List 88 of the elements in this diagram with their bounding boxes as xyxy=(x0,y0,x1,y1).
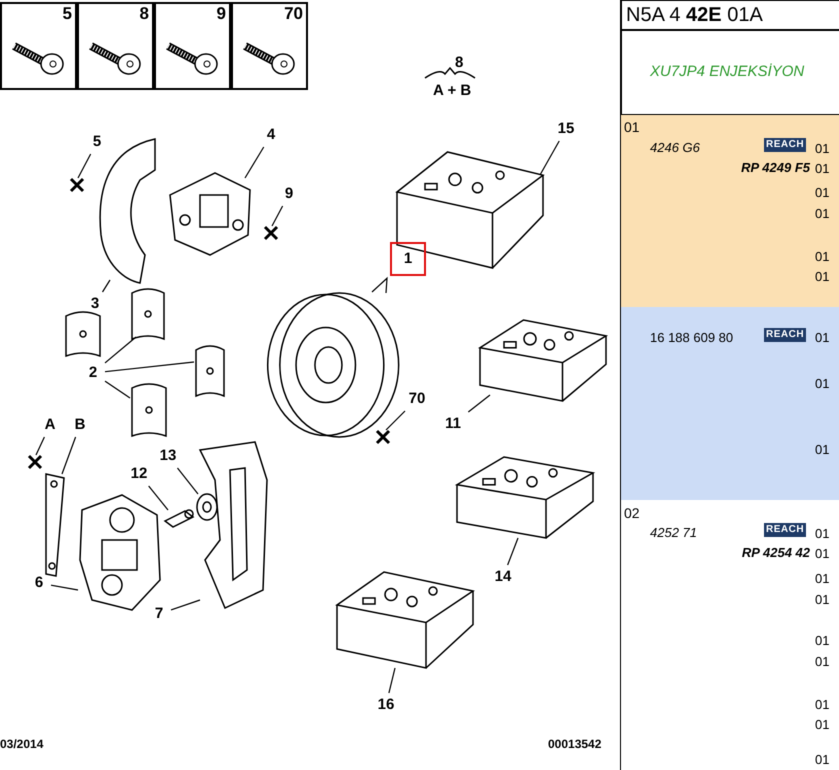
leader-line xyxy=(77,154,92,178)
engine-label: XU7JP4 ENJEKSİYON xyxy=(650,63,804,81)
callout-number: 16 xyxy=(373,696,399,714)
leader-line xyxy=(271,206,284,226)
screw-cell xyxy=(0,2,77,90)
callout-number: 9 xyxy=(216,5,226,23)
leader-line xyxy=(244,146,264,178)
leader-line xyxy=(372,276,388,294)
quantity: 01 xyxy=(815,206,830,222)
cross-mark xyxy=(264,226,278,240)
compliance-badge: REACH xyxy=(764,328,806,342)
leader-line xyxy=(35,436,45,456)
screw-cell xyxy=(231,2,308,90)
quantity: 01 xyxy=(815,697,830,713)
part-number: 16 188 609 80 xyxy=(650,330,734,346)
brake-disc-drawing xyxy=(265,290,400,440)
quantity: 01 xyxy=(815,592,830,608)
callout-number: 13 xyxy=(155,447,181,465)
callout-number: 7 xyxy=(150,605,168,623)
quantity: 01 xyxy=(815,269,830,285)
callout-number: 4 xyxy=(262,126,280,144)
quantity: 01 xyxy=(815,571,830,587)
quantity: 01 xyxy=(815,161,830,177)
quantity: 01 xyxy=(815,185,830,201)
quantity: 01 xyxy=(815,752,830,768)
callout-number: 5 xyxy=(62,5,72,23)
bush-drawing xyxy=(195,492,219,522)
callout-number: 8 xyxy=(140,5,149,23)
leader-line xyxy=(388,668,396,694)
screw-cell xyxy=(154,2,231,90)
row-number: 02 xyxy=(624,505,640,521)
leader-line xyxy=(61,436,76,474)
callout-number: 6 xyxy=(30,574,48,592)
quantity: 01 xyxy=(815,330,830,346)
leader-line xyxy=(539,140,560,176)
compliance-badge: REACH xyxy=(764,138,806,152)
callout-number: 70 xyxy=(404,390,430,408)
callout-number: 11 xyxy=(440,415,466,433)
repair-kit-drawing xyxy=(455,455,595,540)
callout-number: 15 xyxy=(553,120,579,138)
leader-line xyxy=(507,538,519,566)
callout-number: B xyxy=(72,416,88,434)
quantity: 01 xyxy=(815,376,830,392)
callout-number: 1 xyxy=(390,242,426,276)
leader-line xyxy=(104,380,130,398)
quantity: 01 xyxy=(815,546,830,562)
callout-number: 5 xyxy=(88,133,106,151)
assembly-label: A + B xyxy=(433,82,472,100)
callout-number: 14 xyxy=(490,568,516,586)
leader-line xyxy=(50,584,78,591)
callout-number: 2 xyxy=(84,364,102,382)
cross-mark xyxy=(70,178,84,192)
cross-mark xyxy=(28,455,42,469)
leader-line xyxy=(177,468,198,494)
callout-number: 3 xyxy=(86,295,104,313)
screw-cell xyxy=(77,2,154,90)
leader-line xyxy=(148,486,168,510)
callout-number: 12 xyxy=(126,465,152,483)
part-number: 4246 G6 xyxy=(650,140,700,156)
part-number: 4252 71 xyxy=(650,525,697,541)
date-label: 03/2014 xyxy=(0,737,44,751)
quantity: 01 xyxy=(815,526,830,542)
callout-number: A xyxy=(42,416,58,434)
quantity: 01 xyxy=(815,249,830,265)
row-number: 01 xyxy=(624,119,640,135)
quantity: 01 xyxy=(815,442,830,458)
callout-number: 70 xyxy=(284,5,303,23)
cross-mark xyxy=(376,430,390,444)
leader-line xyxy=(104,361,194,372)
callout-number: 8 xyxy=(455,54,464,72)
leader-line xyxy=(386,410,406,430)
quantity: 01 xyxy=(815,633,830,649)
part-number: RP 4254 42 xyxy=(740,545,810,561)
leader-line xyxy=(102,280,110,292)
quantity: 01 xyxy=(815,141,830,157)
drawing-number: 00013542 xyxy=(548,737,602,751)
repair-kit-drawing xyxy=(335,570,475,670)
quantity: 01 xyxy=(815,654,830,670)
repair-kit-drawing xyxy=(478,318,608,403)
callout-number: 9 xyxy=(280,185,298,203)
part-reference: N5A 4 42E 01A xyxy=(626,4,763,26)
quantity: 01 xyxy=(815,717,830,733)
compliance-badge: REACH xyxy=(764,523,806,537)
part-number: RP 4249 F5 xyxy=(740,160,810,176)
leader-line xyxy=(468,394,490,412)
repair-kit-drawing xyxy=(395,150,545,270)
leader-line xyxy=(170,599,200,610)
leader-line xyxy=(104,336,136,364)
